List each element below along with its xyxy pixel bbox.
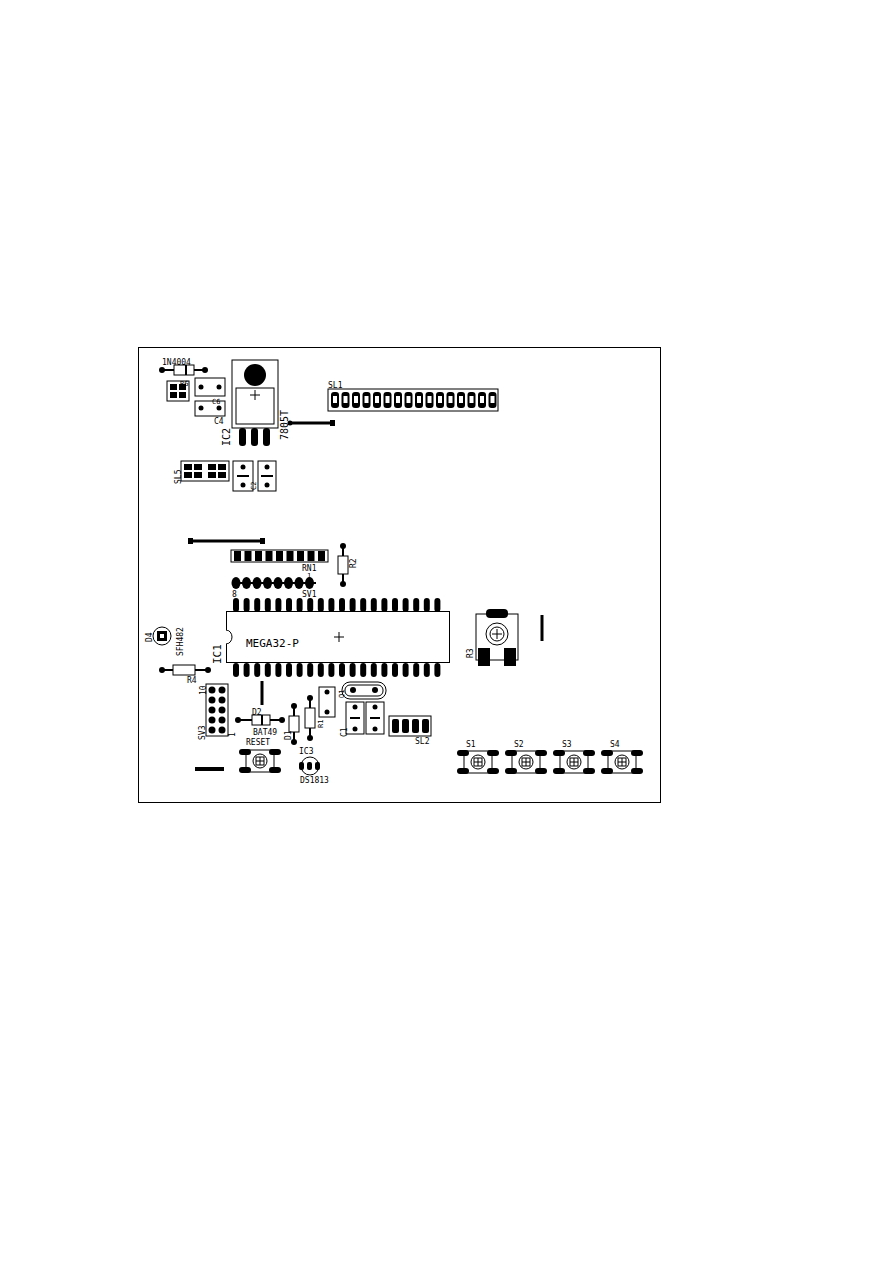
part-label: SL2 — [415, 737, 429, 746]
part-label: IC3 — [299, 747, 313, 756]
part-label: SL5 — [174, 470, 183, 484]
part-label: R4 — [187, 676, 197, 685]
center-mark — [333, 631, 345, 643]
part-label: 7805T — [280, 410, 289, 440]
part-label: C4 — [214, 417, 224, 426]
part-value: MEGA32-P — [246, 638, 299, 650]
part-name: IC1 — [212, 644, 224, 664]
pin1-notch — [226, 630, 234, 644]
part-label: RESET — [246, 738, 270, 747]
part-label: R6 — [180, 380, 188, 389]
part-label: Q1 — [338, 690, 347, 698]
ic-package: IC1MEGA32-P — [226, 611, 450, 663]
part-label: S3 — [562, 740, 572, 749]
part-label: 8 — [232, 590, 237, 599]
part-label: R1 — [317, 720, 326, 728]
part-label: 1 — [228, 732, 237, 737]
part-label: 1N4004 — [162, 358, 191, 367]
part-label: D2 — [252, 708, 262, 717]
part-label: R2 — [349, 558, 358, 568]
part-label: DS1813 — [300, 776, 329, 785]
part-label: BAT49 — [253, 728, 277, 737]
part-label: C1 — [340, 727, 349, 737]
part-label: S2 — [514, 740, 524, 749]
part-label: 10 — [199, 685, 208, 695]
part-label: R3 — [466, 648, 475, 658]
part-label: SV1 — [302, 590, 316, 599]
part-label: S1 — [466, 740, 476, 749]
part-label: SL1 — [328, 381, 342, 390]
part-label: SFH482 — [176, 627, 185, 656]
part-label: D1 — [284, 730, 293, 740]
part-label: C2 — [250, 482, 259, 490]
part-label: IC2 — [222, 428, 231, 446]
part-label: SV3 — [198, 726, 207, 740]
part-label: RN1 — [302, 564, 316, 573]
part-label: S4 — [610, 740, 620, 749]
part-label: D4 — [145, 632, 154, 642]
part-label: C6 — [212, 398, 220, 407]
part-label: 1 — [307, 572, 311, 581]
